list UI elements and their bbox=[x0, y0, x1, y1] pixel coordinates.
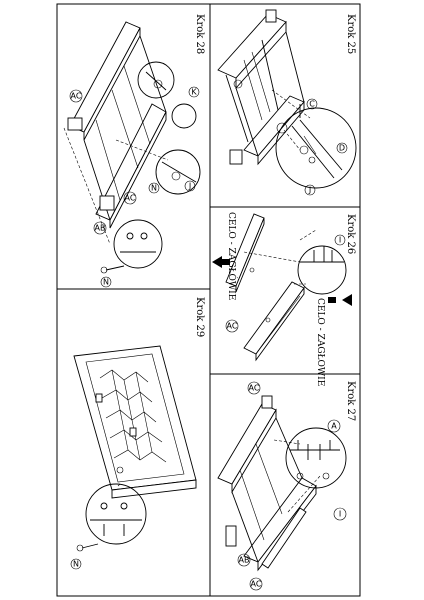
step-title-krok26: Krok 26 bbox=[345, 214, 356, 254]
label-celo-zaglowie-right: CELO - ZAGŁOWIE bbox=[315, 298, 325, 386]
step-title-krok28: Krok 28 bbox=[194, 14, 205, 54]
svg-text:I: I bbox=[339, 510, 341, 519]
svg-text:N: N bbox=[151, 184, 157, 193]
svg-text:J: J bbox=[308, 186, 311, 195]
krok28-callouts: AC K J N AC AB N bbox=[69, 86, 200, 288]
krok27-callouts: A I AC AB AC bbox=[237, 381, 347, 591]
svg-text:N: N bbox=[73, 560, 79, 569]
step-title-krok27: Krok 27 bbox=[345, 381, 356, 421]
svg-text:D: D bbox=[339, 144, 345, 153]
sheet-border bbox=[56, 3, 361, 597]
krok29-illustration bbox=[73, 345, 197, 552]
krok25-illustration bbox=[217, 9, 357, 189]
svg-text:AC: AC bbox=[249, 384, 260, 393]
krok29-callouts: N bbox=[70, 558, 82, 570]
krok25-callouts: C D J bbox=[233, 79, 348, 196]
krok27-illustration bbox=[217, 395, 347, 572]
svg-text:AC: AC bbox=[227, 322, 238, 331]
svg-text:C: C bbox=[309, 100, 315, 109]
svg-text:K: K bbox=[191, 88, 197, 97]
svg-text:J: J bbox=[188, 182, 191, 191]
svg-text:N: N bbox=[103, 278, 109, 287]
svg-text:I: I bbox=[339, 236, 341, 245]
svg-text:AC: AC bbox=[71, 92, 82, 101]
svg-text:AB: AB bbox=[95, 224, 106, 233]
step-title-krok29: Krok 29 bbox=[194, 297, 205, 337]
svg-text:A: A bbox=[331, 422, 337, 431]
svg-text:AB: AB bbox=[239, 556, 250, 565]
krok28-illustration bbox=[63, 21, 201, 274]
svg-text:AC: AC bbox=[251, 580, 262, 589]
label-celo-zaglowie-left: CELO - ZAGŁÓWIE bbox=[226, 212, 238, 300]
step-title-krok25: Krok 25 bbox=[345, 14, 356, 54]
krok26-illustration bbox=[212, 213, 352, 362]
svg-text:AC: AC bbox=[125, 194, 136, 203]
krok26-labels: CELO - ZAGŁÓWIE CELO - ZAGŁOWIE I AC bbox=[225, 212, 346, 386]
